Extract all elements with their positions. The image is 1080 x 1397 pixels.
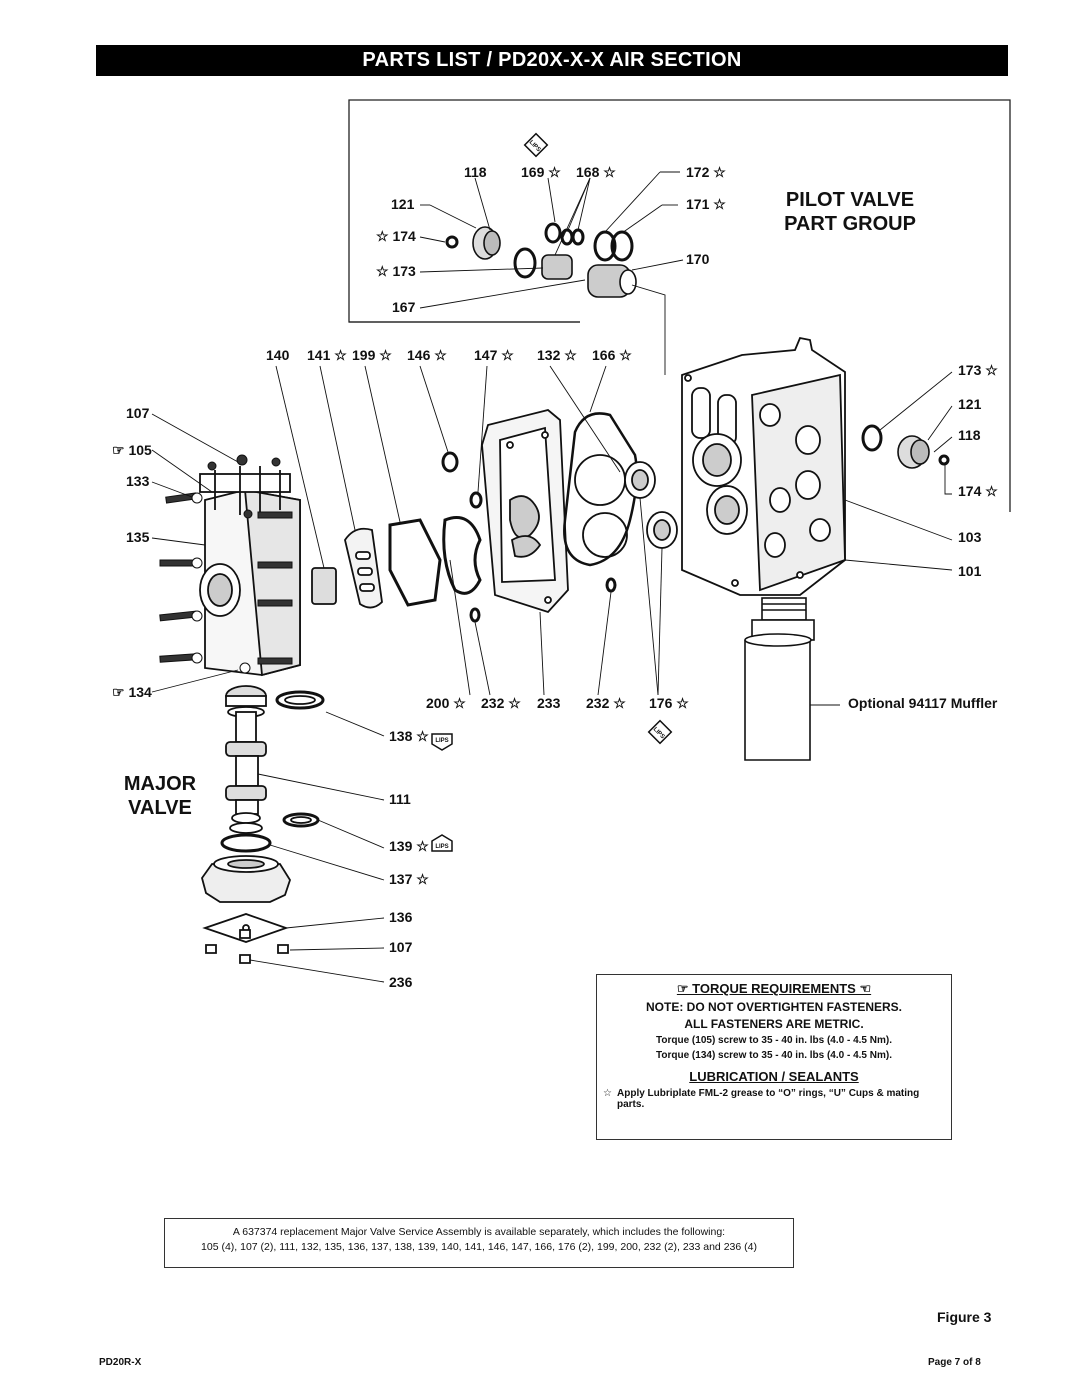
part-label: 118 — [958, 427, 981, 443]
footer-page-number: Page 7 of 8 — [928, 1357, 981, 1368]
note-line: ALL FASTENERS ARE METRIC. — [684, 1017, 864, 1031]
part-label: 137 ☆ — [389, 871, 429, 887]
part-label: ☞ 134 — [112, 684, 152, 700]
part-label: 121 — [958, 396, 982, 412]
o-rings — [441, 451, 617, 623]
part-label: 169 ☆ — [521, 164, 561, 180]
page-title: PARTS LIST / PD20X-X-X AIR SECTION — [96, 45, 1008, 76]
main-body-housing — [681, 336, 846, 596]
part-label: 136 — [389, 909, 413, 925]
part-label: ☞ 105 — [112, 442, 152, 458]
part-label: 133 — [126, 473, 150, 489]
pilot-group-title-2: PART GROUP — [784, 213, 916, 235]
star-icon: ☆ — [603, 1088, 612, 1099]
part-label: 121 — [391, 196, 415, 212]
part-label: 135 — [126, 529, 150, 545]
part-label: 236 — [389, 974, 413, 990]
svg-text:LIPS: LIPS — [435, 844, 448, 850]
muffler — [744, 597, 815, 761]
part-label: 232 ☆ — [586, 695, 626, 711]
torque-heading: ☞ TORQUE REQUIREMENTS ☜ — [676, 981, 872, 996]
footer-model: PD20R-X — [99, 1357, 142, 1368]
lubrication-note: ☆ Apply Lubriplate FML-2 grease to “O” r… — [603, 1088, 943, 1110]
part-label: 166 ☆ — [592, 347, 632, 363]
bolts — [159, 454, 293, 674]
lips-marker-icon: LIPS — [647, 719, 673, 745]
lips-marker-icon: LIPS — [431, 834, 453, 852]
lubrication-text: Apply Lubriplate FML-2 grease to “O” rin… — [617, 1088, 920, 1110]
part-label: 103 — [958, 529, 982, 545]
part-label: 118 — [464, 164, 487, 180]
part-label: 140 — [266, 347, 290, 363]
part-label: 172 ☆ — [686, 164, 726, 180]
part-label: 132 ☆ — [537, 347, 577, 363]
part-label: 147 ☆ — [474, 347, 514, 363]
major-valve-housing — [199, 466, 301, 677]
major-valve-title-1: MAJOR — [124, 773, 197, 795]
major-valve-title-2: VALVE — [128, 797, 192, 819]
lubrication-heading: LUBRICATION / SEALANTS — [689, 1069, 859, 1084]
part-label: 141 ☆ — [307, 347, 347, 363]
part-label: 170 — [686, 251, 710, 267]
major-valve-spool — [201, 685, 325, 964]
part-label: 146 ☆ — [407, 347, 447, 363]
part-label: 111 — [389, 791, 411, 807]
torque-spec: Torque (134) screw to 35 - 40 in. lbs (4… — [656, 1050, 892, 1061]
part-label: 171 ☆ — [686, 196, 726, 212]
svg-text:LIPS: LIPS — [435, 738, 448, 744]
part-label: 200 ☆ — [426, 695, 466, 711]
part-label: 176 ☆ — [649, 695, 689, 711]
torque-spec: Torque (105) screw to 35 - 40 in. lbs (4… — [656, 1035, 892, 1046]
part-label: 199 ☆ — [352, 347, 392, 363]
note-line: NOTE: DO NOT OVERTIGHTEN FASTENERS. — [645, 1000, 902, 1014]
torque-lubrication-notes: ☞ TORQUE REQUIREMENTS ☜ NOTE: DO NOT OVE… — [596, 974, 952, 1140]
part-label: 101 — [958, 563, 982, 579]
part-label: 233 — [537, 695, 561, 711]
part-label: 107 — [389, 939, 413, 955]
part-label: 139 ☆ — [389, 838, 429, 854]
lips-marker-icon: LIPS — [523, 132, 549, 158]
middle-plates — [311, 409, 678, 614]
part-label: ☆ 174 — [376, 228, 416, 244]
part-label: 174 ☆ — [958, 483, 998, 499]
service-line: A 637374 replacement Major Valve Service… — [232, 1226, 726, 1238]
part-label: 138 ☆ — [389, 728, 429, 744]
figure-label: Figure 3 — [937, 1309, 992, 1325]
lips-marker-icon: LIPS — [431, 733, 453, 751]
pilot-group-title-1: PILOT VALVE — [786, 189, 914, 211]
service-line: 105 (4), 107 (2), 111, 132, 135, 136, 13… — [201, 1241, 757, 1253]
part-label: 167 — [392, 299, 416, 315]
part-label: 173 ☆ — [958, 362, 998, 378]
part-label: 107 — [126, 405, 150, 421]
service-assembly-note: A 637374 replacement Major Valve Service… — [164, 1218, 794, 1268]
part-label: ☆ 173 — [376, 263, 416, 279]
pilot-valve-parts — [445, 222, 637, 298]
part-label: 168 ☆ — [576, 164, 616, 180]
muffler-label: Optional 94117 Muffler — [848, 695, 998, 711]
part-label: 232 ☆ — [481, 695, 521, 711]
